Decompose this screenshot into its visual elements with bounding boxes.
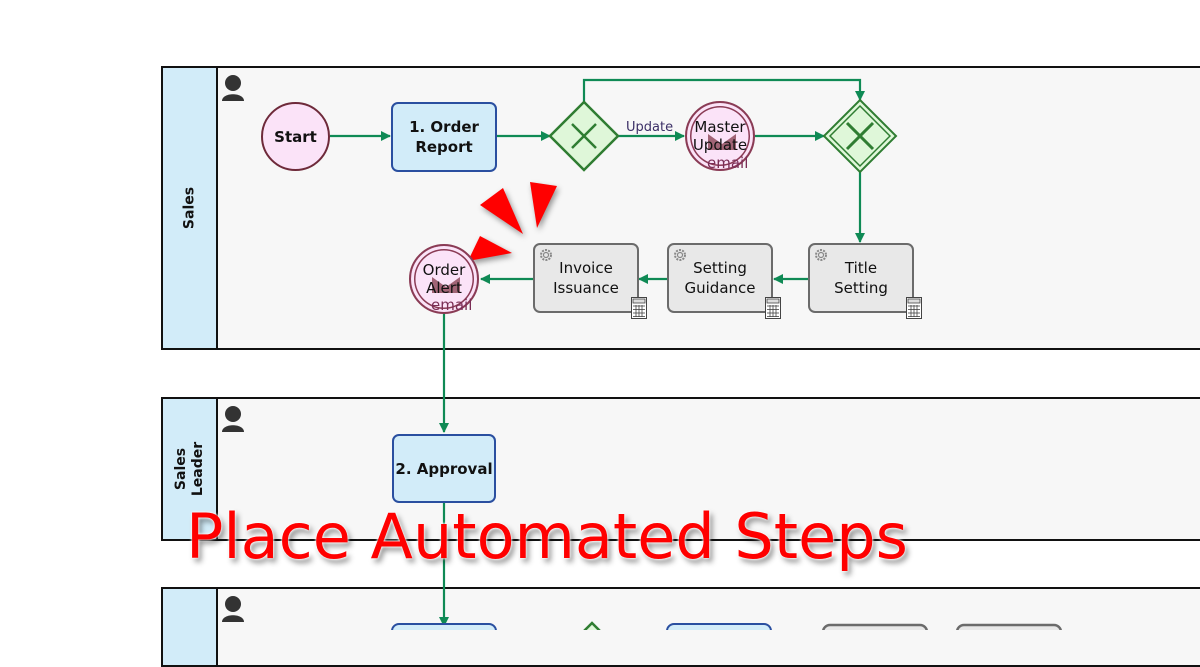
event-label-line: Order bbox=[422, 261, 466, 279]
email-event-order-alert[interactable]: Order Alert bbox=[409, 244, 479, 314]
user-role-icon bbox=[222, 596, 244, 622]
task-label-line: Setting bbox=[834, 279, 888, 297]
calculator-icon bbox=[765, 297, 781, 319]
event-label-line: Update bbox=[692, 136, 748, 154]
lane-title: Sales bbox=[181, 186, 197, 230]
gear-icon bbox=[540, 249, 552, 261]
swimlane-sales-leader: Sales Leader bbox=[161, 397, 1200, 541]
email-event-master-update[interactable]: Master Update bbox=[685, 101, 755, 171]
auto-task-invoice-issuance[interactable]: Invoice Issuance bbox=[533, 243, 647, 319]
event-label-line: Alert bbox=[426, 279, 462, 297]
calculator-icon bbox=[906, 297, 922, 319]
auto-task-title-setting[interactable]: Title Setting bbox=[808, 243, 922, 319]
event-label-line: Master bbox=[694, 118, 746, 136]
user-role-icon bbox=[222, 406, 244, 432]
task-label-line: 1. Order bbox=[409, 118, 479, 136]
task-order-report[interactable]: 1. Order Report bbox=[391, 102, 497, 172]
task-label-line: Report bbox=[415, 138, 473, 156]
lane-header-sales[interactable]: Sales bbox=[163, 68, 218, 348]
user-role-icon bbox=[222, 75, 244, 101]
lane-header-sales-leader[interactable]: Sales Leader bbox=[163, 399, 218, 539]
task-label-line: Setting bbox=[693, 259, 747, 277]
event-type-label: email bbox=[707, 154, 749, 172]
flow-condition-label: Update bbox=[626, 120, 674, 135]
task-label-line: Invoice bbox=[559, 259, 613, 277]
event-type-label: email bbox=[431, 296, 473, 314]
task-label-line: Title bbox=[844, 259, 878, 277]
envelope-icon bbox=[432, 277, 460, 293]
gear-icon bbox=[674, 249, 686, 261]
envelope-icon bbox=[708, 134, 736, 150]
swimlane-third bbox=[161, 587, 1200, 667]
start-label: Start bbox=[274, 127, 317, 146]
lane-title-line: Sales bbox=[172, 447, 189, 491]
lane-title: Sales Leader bbox=[173, 442, 207, 496]
auto-task-setting-guidance[interactable]: Setting Guidance bbox=[667, 243, 781, 319]
task-label-line: Issuance bbox=[553, 279, 619, 297]
calculator-icon bbox=[631, 297, 647, 319]
task-label: 2. Approval bbox=[395, 459, 493, 478]
lane-header-third[interactable] bbox=[163, 589, 218, 665]
task-approval[interactable]: 2. Approval bbox=[392, 434, 496, 503]
lane-title-line: Leader bbox=[189, 441, 206, 497]
task-label-line: Guidance bbox=[684, 279, 756, 297]
overlay-title: Place Automated Steps bbox=[186, 500, 908, 573]
start-event[interactable]: Start bbox=[261, 102, 330, 171]
gear-icon bbox=[815, 249, 827, 261]
